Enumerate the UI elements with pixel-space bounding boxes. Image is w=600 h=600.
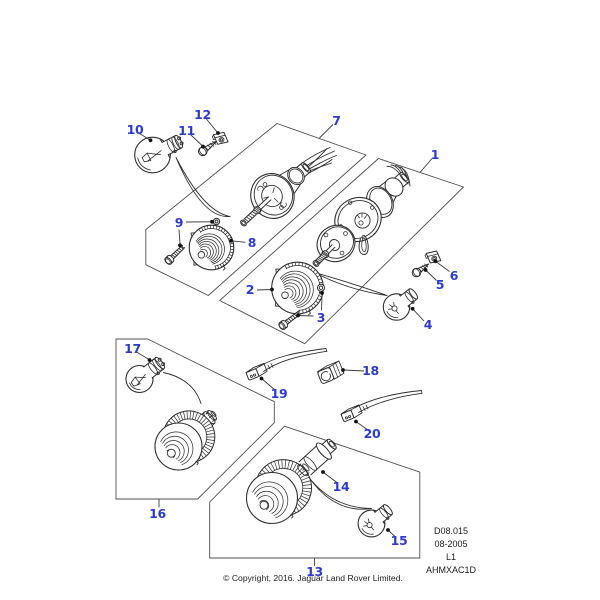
group-box-13 bbox=[209, 425, 421, 559]
stud-7 bbox=[240, 196, 272, 227]
drawing-info-block: D08.015 08-2005 L1 AHMXAC1D bbox=[426, 525, 476, 577]
screw-11 bbox=[198, 140, 218, 157]
gasket-crescent-lower bbox=[313, 271, 388, 296]
bulb-holder-14 bbox=[297, 438, 337, 477]
flow-crescent-13 bbox=[308, 477, 372, 510]
connector-20 bbox=[340, 390, 423, 422]
drawing-code: AHMXAC1D bbox=[425, 565, 477, 575]
gasket-crescent-upper bbox=[175, 157, 231, 217]
diagram-linework bbox=[115, 118, 464, 566]
callout-13[interactable]: 13 bbox=[306, 563, 323, 579]
clip-12 bbox=[211, 131, 229, 145]
bulb-15 bbox=[357, 504, 393, 538]
callout-17[interactable]: 17 bbox=[124, 340, 141, 356]
bolt-9 bbox=[164, 244, 186, 265]
callout-14[interactable]: 14 bbox=[332, 478, 350, 494]
callout-9[interactable]: 9 bbox=[174, 214, 184, 230]
callout-5[interactable]: 5 bbox=[435, 276, 445, 292]
group-box-16 bbox=[115, 338, 275, 500]
lens-8 bbox=[188, 224, 235, 271]
callout-8[interactable]: 8 bbox=[247, 234, 257, 250]
callout-3[interactable]: 3 bbox=[316, 309, 326, 325]
callout-1[interactable]: 1 bbox=[430, 146, 440, 162]
callout-11[interactable]: 11 bbox=[178, 122, 195, 138]
callout-10[interactable]: 10 bbox=[126, 121, 144, 137]
flow-arc-16 bbox=[163, 372, 202, 404]
callout-6[interactable]: 6 bbox=[449, 267, 459, 283]
drawing-sheet: L1 bbox=[445, 552, 457, 562]
stud-1 bbox=[312, 244, 336, 267]
rear-lamp-16 bbox=[154, 410, 217, 471]
drawing-date: 08-2005 bbox=[434, 539, 468, 549]
callout-19[interactable]: 19 bbox=[270, 385, 288, 401]
lamp-assembly-1 bbox=[312, 164, 411, 267]
bulb-4 bbox=[382, 288, 419, 321]
screw-5 bbox=[411, 263, 429, 278]
rear-lamp-13 bbox=[245, 459, 313, 525]
lamp-assembly-7 bbox=[240, 147, 337, 227]
washer-3 bbox=[317, 283, 325, 292]
drawing-number: D08.015 bbox=[433, 526, 469, 536]
copyright-notice: © Copyright, 2016. Jaguar Land Rover Lim… bbox=[223, 573, 403, 583]
callout-20[interactable]: 20 bbox=[363, 425, 381, 441]
callout-2[interactable]: 2 bbox=[245, 281, 255, 297]
callout-4[interactable]: 4 bbox=[423, 316, 433, 332]
grommet-18 bbox=[316, 360, 345, 384]
callout-7[interactable]: 7 bbox=[332, 112, 341, 128]
leader-lines bbox=[136, 118, 450, 566]
bulb-10 bbox=[134, 134, 184, 174]
washer-9 bbox=[212, 217, 221, 226]
group-box-1 bbox=[219, 158, 464, 345]
lens-2 bbox=[271, 261, 324, 316]
callout-16[interactable]: 16 bbox=[149, 505, 166, 521]
callout-18[interactable]: 18 bbox=[362, 362, 379, 378]
callout-15[interactable]: 15 bbox=[390, 532, 408, 548]
group-box-7 bbox=[145, 123, 367, 296]
connector-19 bbox=[245, 348, 328, 381]
bulb-17 bbox=[125, 356, 166, 394]
callout-12[interactable]: 12 bbox=[194, 106, 211, 122]
clip-6 bbox=[424, 250, 442, 264]
